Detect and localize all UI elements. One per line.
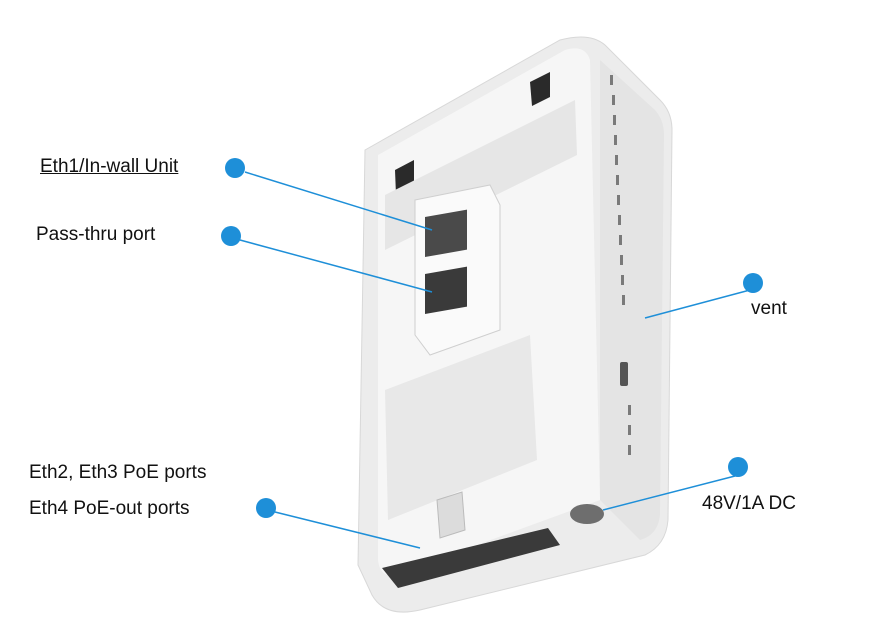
label-pass-thru: Pass-thru port (36, 224, 156, 245)
side-button (620, 362, 628, 386)
bottom-ports (382, 528, 560, 588)
eth1-port (425, 209, 467, 258)
mount-hole (530, 72, 550, 106)
callout-dot-eth1 (225, 158, 245, 178)
callout-dot-vent (743, 273, 763, 293)
vent-slots (610, 75, 631, 455)
callout-dot-eth-ports (256, 498, 276, 518)
label-dc: 48V/1A DC (702, 493, 796, 514)
pass-thru-port (425, 266, 467, 315)
dc-jack (570, 504, 604, 524)
label-eth1: Eth1/In-wall Unit (40, 156, 179, 177)
callout-dot-dc (728, 457, 748, 477)
label-eth4: Eth4 PoE-out ports (29, 498, 190, 519)
callout-dot-pass-thru (221, 226, 241, 246)
label-vent: vent (751, 298, 787, 319)
label-eth23: Eth2, Eth3 PoE ports (29, 462, 207, 483)
device-side (600, 60, 664, 540)
